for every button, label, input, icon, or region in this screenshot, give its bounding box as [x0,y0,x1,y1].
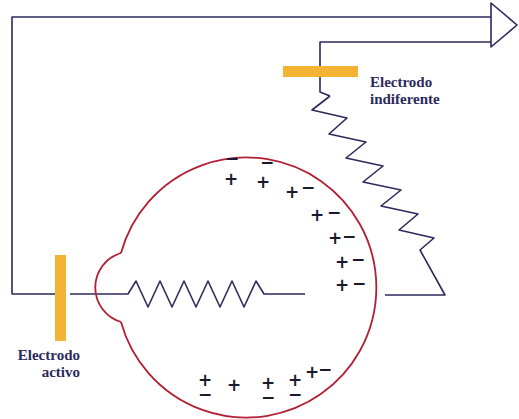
charge-sign: + [227,377,241,394]
charge-sign: − [261,389,275,406]
charge-sign: − [301,179,315,196]
charge-sign: + [328,230,342,247]
charge-sign: + [305,364,319,381]
charge-sign: − [351,251,365,268]
resistor-symbol [70,281,305,307]
charge-sign: − [225,150,239,167]
charge-sign: − [260,154,274,171]
resistor-symbol [312,96,445,295]
charge-sign: + [335,277,349,294]
electrode-label: Electrodo indiferente [370,74,470,109]
reference-wire [320,77,330,96]
charge-sign: − [198,386,212,403]
reference-electrode [283,66,358,77]
charge-sign: − [318,361,332,378]
charge-sign: + [285,184,299,201]
amplifier-symbol [491,3,517,47]
reference-wire [320,42,491,67]
charge-sign: − [352,275,366,292]
eye-globe [121,157,376,417]
charge-sign: − [327,204,341,221]
active-wire [12,17,491,294]
charge-sign: − [288,386,302,403]
active-electrode [55,255,66,341]
electrode-label: Electrodo activo [4,347,80,382]
charge-sign: − [342,228,356,245]
charge-sign: + [256,174,270,191]
charge-sign: + [224,171,238,188]
cornea [95,253,121,322]
charge-sign: + [310,207,324,224]
charge-sign: + [335,254,349,271]
